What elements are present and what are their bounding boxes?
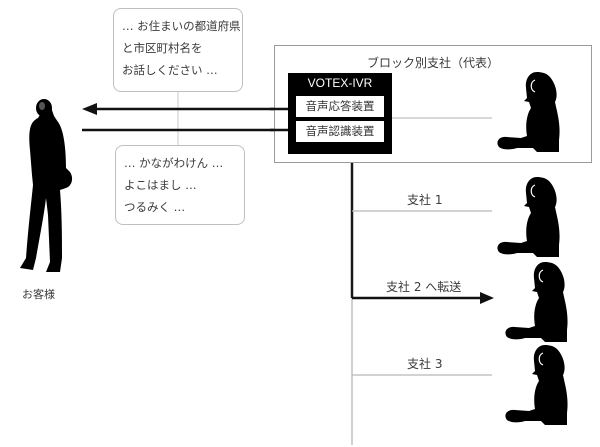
branch-2-transfer-label: 支社 2 へ転送 [386, 280, 462, 294]
prompt-line: … お住まいの都道府県 [122, 19, 241, 33]
response-line: よこはまし … [124, 178, 197, 192]
votex-ivr-system: VOTEX-IVR 音声応答装置 音声認識装置 [288, 73, 392, 154]
operator-branch-2 [505, 262, 568, 342]
customer-label: お客様 [22, 288, 55, 301]
response-bubble: … かながわけん … よこはまし … つるみく … [115, 145, 245, 225]
arrow-to-customer [82, 103, 97, 115]
voice-response-unit: 音声応答装置 [296, 96, 384, 117]
prompt-line: お話しください … [122, 63, 218, 77]
branch-1-label: 支社 1 [407, 193, 443, 207]
response-line: … かながわけん … [124, 156, 224, 170]
ivr-title: VOTEX-IVR [307, 76, 373, 90]
operator-branch-3 [505, 345, 568, 425]
voice-recognition-unit: 音声認識装置 [296, 121, 384, 142]
prompt-bubble: … お住まいの都道府県 と市区町村名を お話しください … [113, 8, 243, 92]
block-office-title: ブロック別支社（代表） [366, 56, 499, 70]
operator-headquarters [497, 72, 560, 152]
operator-branch-1 [497, 177, 560, 257]
response-line: つるみく … [124, 200, 186, 214]
branch-3-label: 支社 3 [407, 357, 443, 371]
prompt-line: と市区町村名を [122, 41, 203, 55]
transfer-arrow-head [480, 292, 494, 304]
